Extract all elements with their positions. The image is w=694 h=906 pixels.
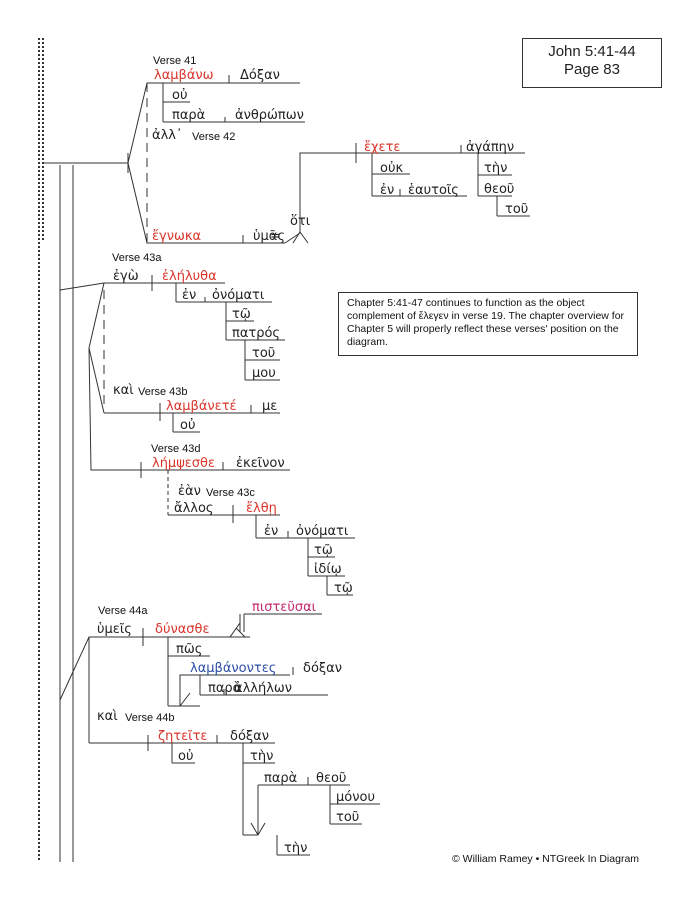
greek-word: παρὰ — [208, 681, 242, 696]
greek-word: ὑμᾶς — [253, 229, 285, 244]
greek-word: λαμβάνετέ — [166, 399, 237, 414]
greek-word: ἐν — [380, 183, 395, 198]
chapter-note: Chapter 5:41-47 continues to function as… — [338, 292, 638, 356]
greek-word: δόξαν — [230, 729, 269, 744]
greek-word: ὅτι — [290, 214, 311, 229]
greek-word: λαμβάνω — [154, 68, 214, 83]
greek-word: ἐν — [182, 288, 197, 303]
greek-word: μόνου — [336, 790, 375, 805]
greek-word: ἀλλ᾽ — [152, 128, 183, 143]
greek-word: τῷ — [232, 307, 251, 322]
greek-word: οὐ — [178, 749, 194, 764]
greek-word: τοῦ — [252, 346, 276, 361]
equals-sign: = — [270, 229, 281, 244]
greek-word: πιστεῦσαι — [252, 600, 317, 615]
greek-word: λήμψεσθε — [152, 456, 216, 471]
verse-label: Verse 43b — [138, 386, 188, 398]
greek-word: δόξαν — [303, 661, 342, 676]
greek-word: ἑαυτοῖς — [408, 183, 459, 198]
greek-word: πατρός — [232, 326, 281, 341]
greek-word: ἄλλος — [174, 501, 214, 516]
greek-word: ὀνόματι — [296, 524, 349, 539]
greek-word: ἐγὼ — [113, 269, 139, 284]
greek-word: οὐ — [180, 418, 196, 433]
greek-word: ζητεῖτε — [158, 729, 208, 744]
greek-word: τῷ — [314, 543, 333, 558]
greek-word: τὴν — [250, 749, 274, 764]
greek-word: Δόξαν — [240, 68, 280, 83]
verse-label: Verse 44b — [125, 712, 175, 724]
verse-label: Verse 42 — [192, 131, 236, 143]
greek-word: οὐ — [172, 88, 188, 103]
greek-word: ὑμεῖς — [97, 622, 132, 637]
greek-word: ἔγνωκα — [152, 229, 202, 244]
greek-word: οὐκ — [380, 161, 404, 176]
passage-reference-box: John 5:41-44 Page 83 — [522, 38, 662, 88]
greek-word: δύνασθε — [155, 622, 210, 637]
greek-word: τὴν — [284, 841, 308, 856]
greek-word: ἀγάπην — [466, 140, 515, 155]
greek-word: μου — [252, 366, 276, 381]
greek-word: ἀλλήλων — [234, 681, 293, 696]
verse-label: Verse 43d — [151, 443, 201, 455]
verse-label: Verse 41 — [153, 55, 197, 67]
greek-word: πῶς — [176, 642, 203, 657]
verse-label: Verse 43c — [206, 487, 255, 499]
greek-word: λαμβάνοντες — [190, 661, 277, 676]
greek-word: θεοῦ — [316, 771, 347, 786]
greek-word: ἐλήλυθα — [162, 269, 217, 284]
greek-word: ὀνόματι — [212, 288, 265, 303]
greek-word: ἐὰν — [178, 484, 201, 499]
greek-word: παρὰ — [264, 771, 298, 786]
greek-word: καὶ — [113, 383, 134, 398]
greek-word: ἔχετε — [364, 140, 401, 155]
greek-word: ἐκεῖνον — [236, 456, 285, 471]
greek-word: θεοῦ — [484, 182, 515, 197]
greek-word: ἔλθῃ — [246, 501, 277, 516]
greek-word: ἰδίῳ — [314, 562, 342, 577]
greek-word: τῷ — [334, 581, 353, 596]
passage-reference: John 5:41-44 — [548, 43, 636, 60]
greek-word: ἀνθρώπων — [235, 108, 304, 123]
greek-word: τὴν — [484, 161, 508, 176]
greek-word: με — [262, 399, 278, 414]
greek-word: καὶ — [97, 709, 118, 724]
greek-word: παρὰ — [172, 108, 206, 123]
greek-word: τοῦ — [336, 810, 360, 825]
greek-word: τοῦ — [505, 202, 529, 217]
verse-label: Verse 43a — [112, 252, 162, 264]
page-number: Page 83 — [564, 61, 620, 78]
greek-word: ἐν — [264, 524, 279, 539]
copyright: © William Ramey • NTGreek In Diagram — [452, 853, 640, 865]
verse-label: Verse 44a — [98, 605, 148, 617]
